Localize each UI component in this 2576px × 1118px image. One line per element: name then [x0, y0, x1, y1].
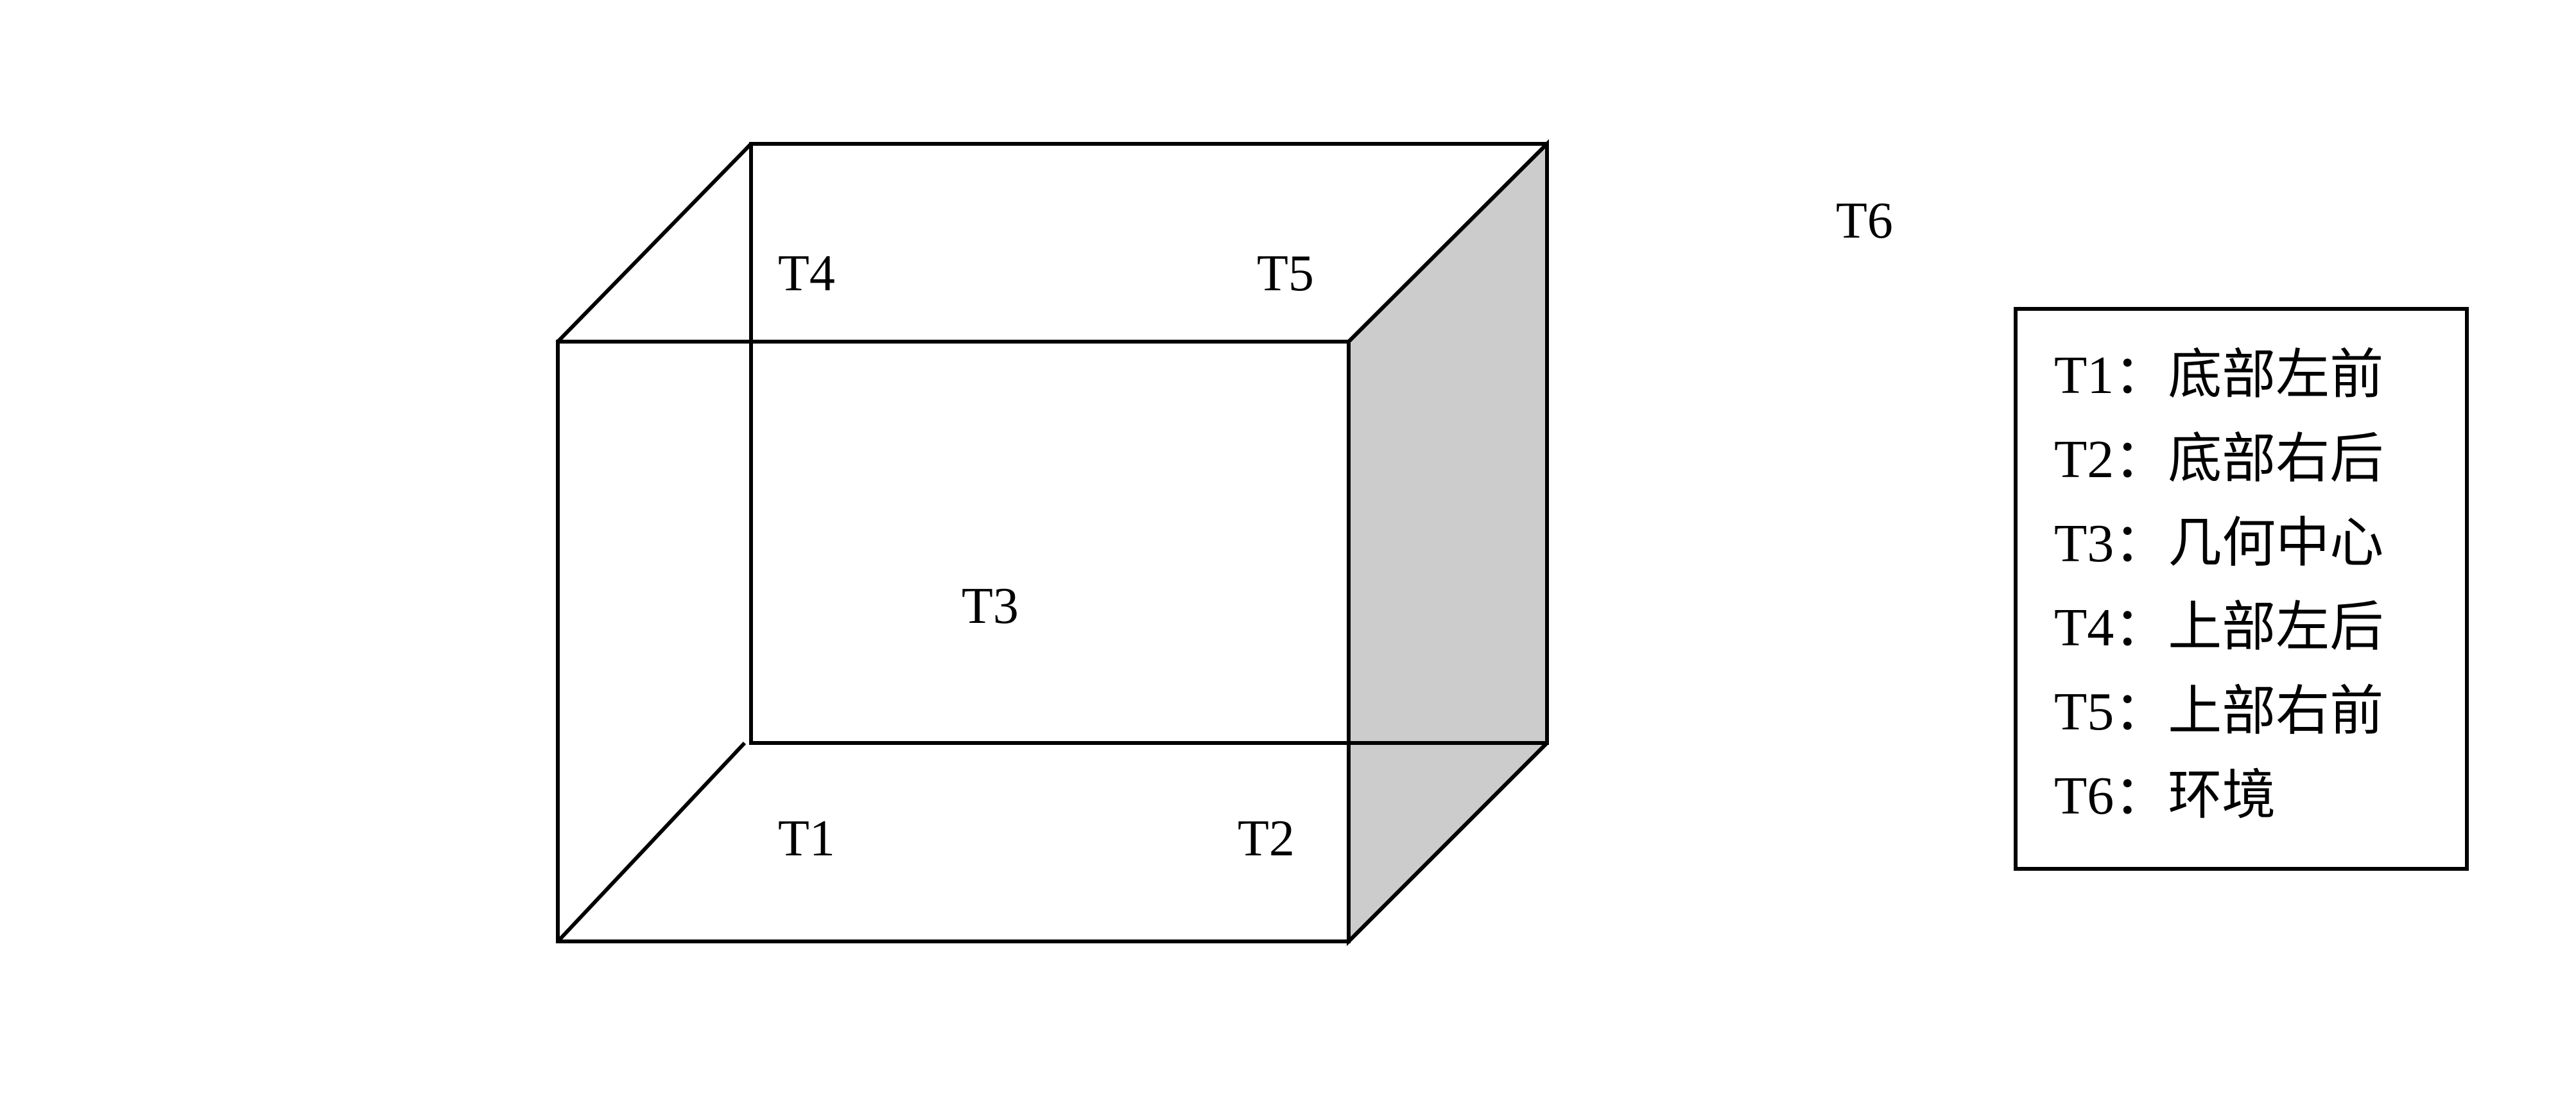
point-label-t5: T5 [1257, 245, 1314, 302]
legend-item: T6：环境 [2054, 766, 2276, 826]
edge-top-right [1347, 142, 1549, 344]
legend-item: T3：几何中心 [2054, 514, 2383, 573]
right-side-face [1347, 139, 1549, 947]
point-label-t3: T3 [962, 578, 1019, 634]
edge-top-left [556, 142, 753, 344]
front-face [556, 340, 1351, 943]
edge-bottom-left [556, 741, 747, 943]
point-label-t1: T1 [778, 810, 835, 867]
legend: T1：底部左前 T2：底部右后 T3：几何中心 T4：上部左后 T5：上部右前 … [2014, 307, 2469, 871]
legend-item: T2：底部右后 [2054, 430, 2383, 489]
back-face [749, 142, 1549, 745]
edge-bottom-right [1347, 741, 1549, 943]
point-label-t6: T6 [1836, 193, 1893, 249]
point-label-t4: T4 [778, 245, 835, 302]
legend-item: T1：底部左前 [2054, 345, 2383, 405]
point-label-t2: T2 [1238, 810, 1295, 867]
legend-border [2014, 307, 2469, 871]
box-3d [556, 139, 1549, 947]
legend-item: T4：上部左后 [2054, 598, 2383, 658]
legend-item: T5：上部右前 [2054, 682, 2383, 742]
